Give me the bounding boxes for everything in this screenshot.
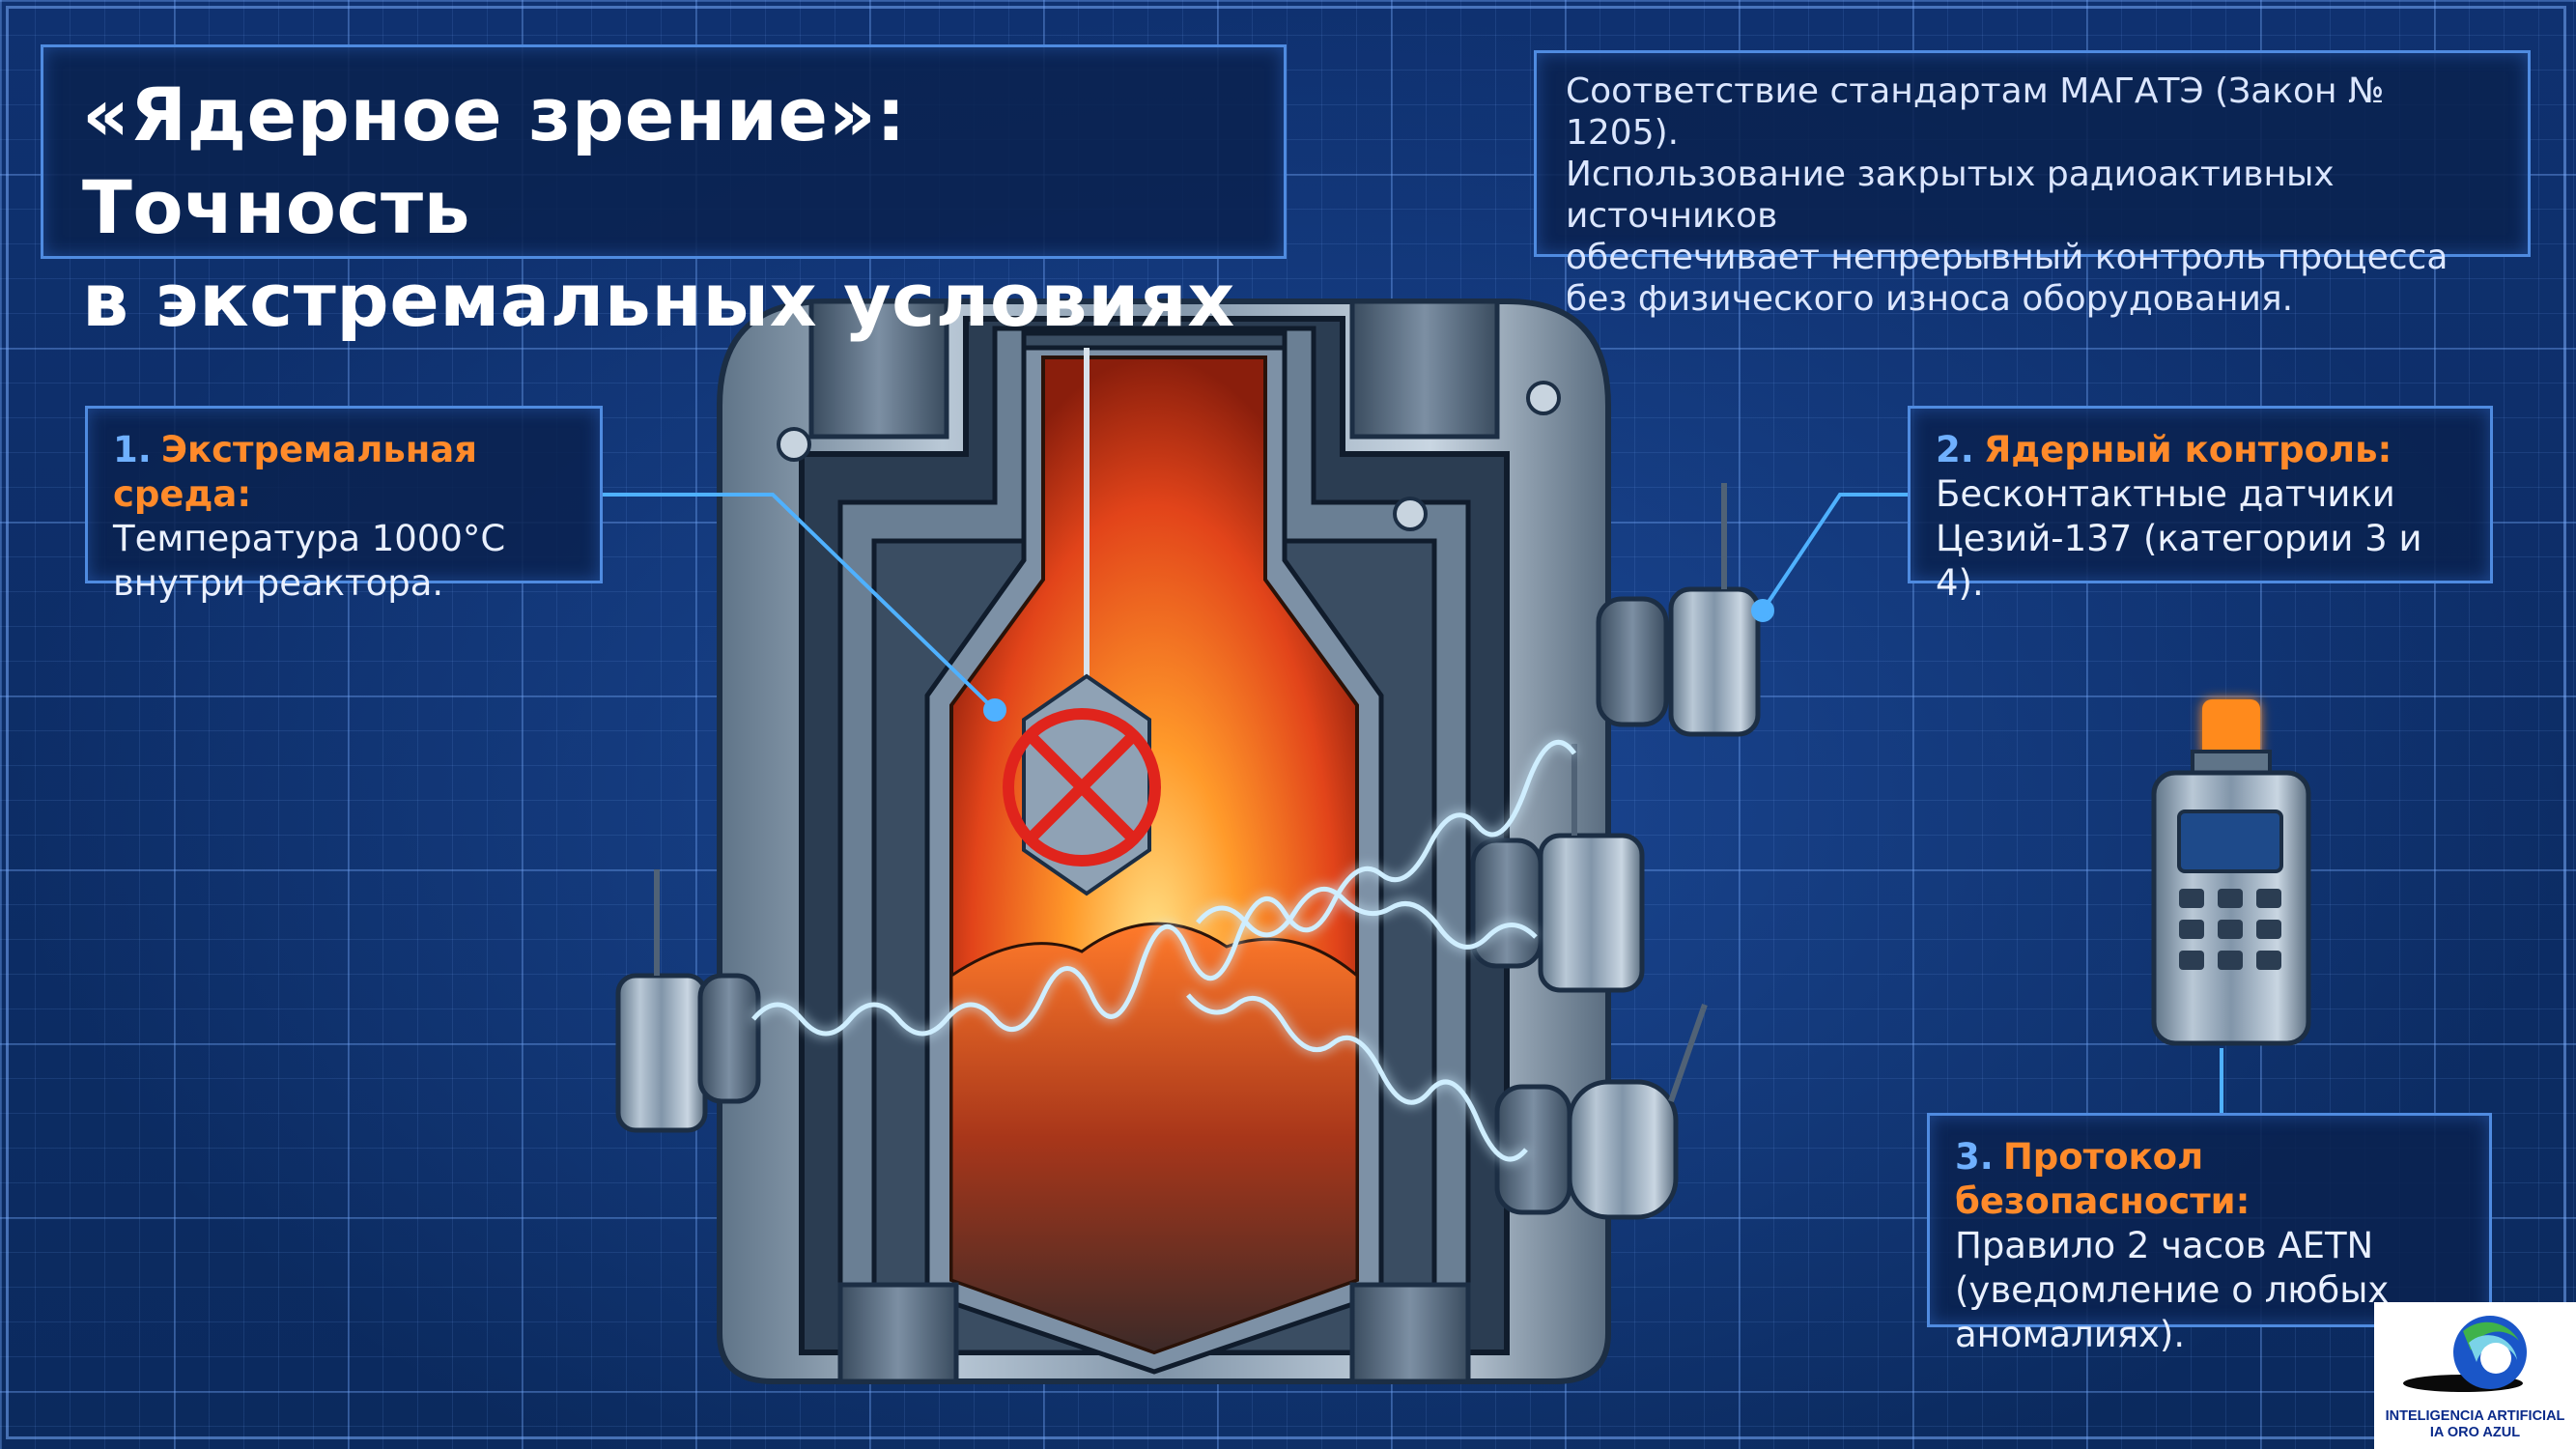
sensor-right-bottom [1494, 1004, 1708, 1220]
callout-line: Температура 1000°C [113, 518, 506, 559]
reactor-vessel [717, 298, 1611, 1384]
callout-number: 3. [1955, 1136, 1994, 1178]
info-line: без физического износа оборудования. [1566, 279, 2294, 319]
sensor-left [615, 869, 761, 1133]
callout-line: аномалиях). [1955, 1314, 2186, 1355]
brand-logo: INTELIGENCIA ARTIFICIAL IA ORO AZUL [2374, 1302, 2576, 1449]
callout-line: (уведомление о любых [1955, 1269, 2390, 1311]
callout-line: Правило 2 часов AETN [1955, 1225, 2374, 1266]
callout-heading: 1.Экстремальная среда: [113, 428, 575, 517]
leader-lines [603, 493, 2223, 1113]
melted-probe [1003, 348, 1161, 896]
title-line-2: в экстремальных условиях [82, 257, 1235, 343]
callout-heading-text: Экстремальная среда: [113, 429, 478, 515]
callout-heading-text: Ядерный контроль: [1983, 429, 2392, 470]
callout-heading: 3.Протокол безопасности: [1955, 1135, 2464, 1224]
callout-line: Цезий-137 (категории 3 и 4). [1936, 518, 2422, 604]
callout-line: внутри реактора. [113, 562, 444, 604]
alarm-device [2151, 699, 2311, 1046]
callout-number: 2. [1936, 429, 1974, 470]
title-panel: «Ядерное зрение»: Точность в экстремальн… [41, 44, 1287, 343]
callout-safety-protocol: 3.Протокол безопасности: Правило 2 часов… [1927, 1113, 2492, 1355]
info-line: Соответствие стандартам МАГАТЭ (Закон № … [1566, 71, 2385, 153]
info-line: Использование закрытых радиоактивных ист… [1566, 155, 2335, 236]
radiation-beams [751, 739, 1577, 1162]
callout-nuclear-control: 2.Ядерный контроль: Бесконтактные датчик… [1908, 406, 2493, 604]
logo-emblem-icon [2403, 1316, 2527, 1392]
callout-extreme-environment: 1.Экстремальная среда: Температура 1000°… [85, 406, 603, 604]
callout-heading: 2.Ядерный контроль: [1936, 428, 2465, 472]
callout-heading-text: Протокол безопасности: [1955, 1136, 2250, 1222]
logo-line-2: IA ORO AZUL [2429, 1425, 2521, 1440]
sensor-right-top [1596, 483, 1761, 737]
logo-line-1: INTELIGENCIA ARTIFICIAL [2385, 1408, 2565, 1424]
outer-frame [6, 6, 2566, 1439]
info-panel: Соответствие стандартам МАГАТЭ (Закон № … [1534, 50, 2531, 319]
callout-number: 1. [113, 429, 152, 470]
callout-line: Бесконтактные датчики [1936, 473, 2395, 515]
info-line: обеспечивает непрерывный контроль процес… [1566, 238, 2449, 277]
title-line-1: «Ядерное зрение»: Точность [82, 71, 907, 250]
